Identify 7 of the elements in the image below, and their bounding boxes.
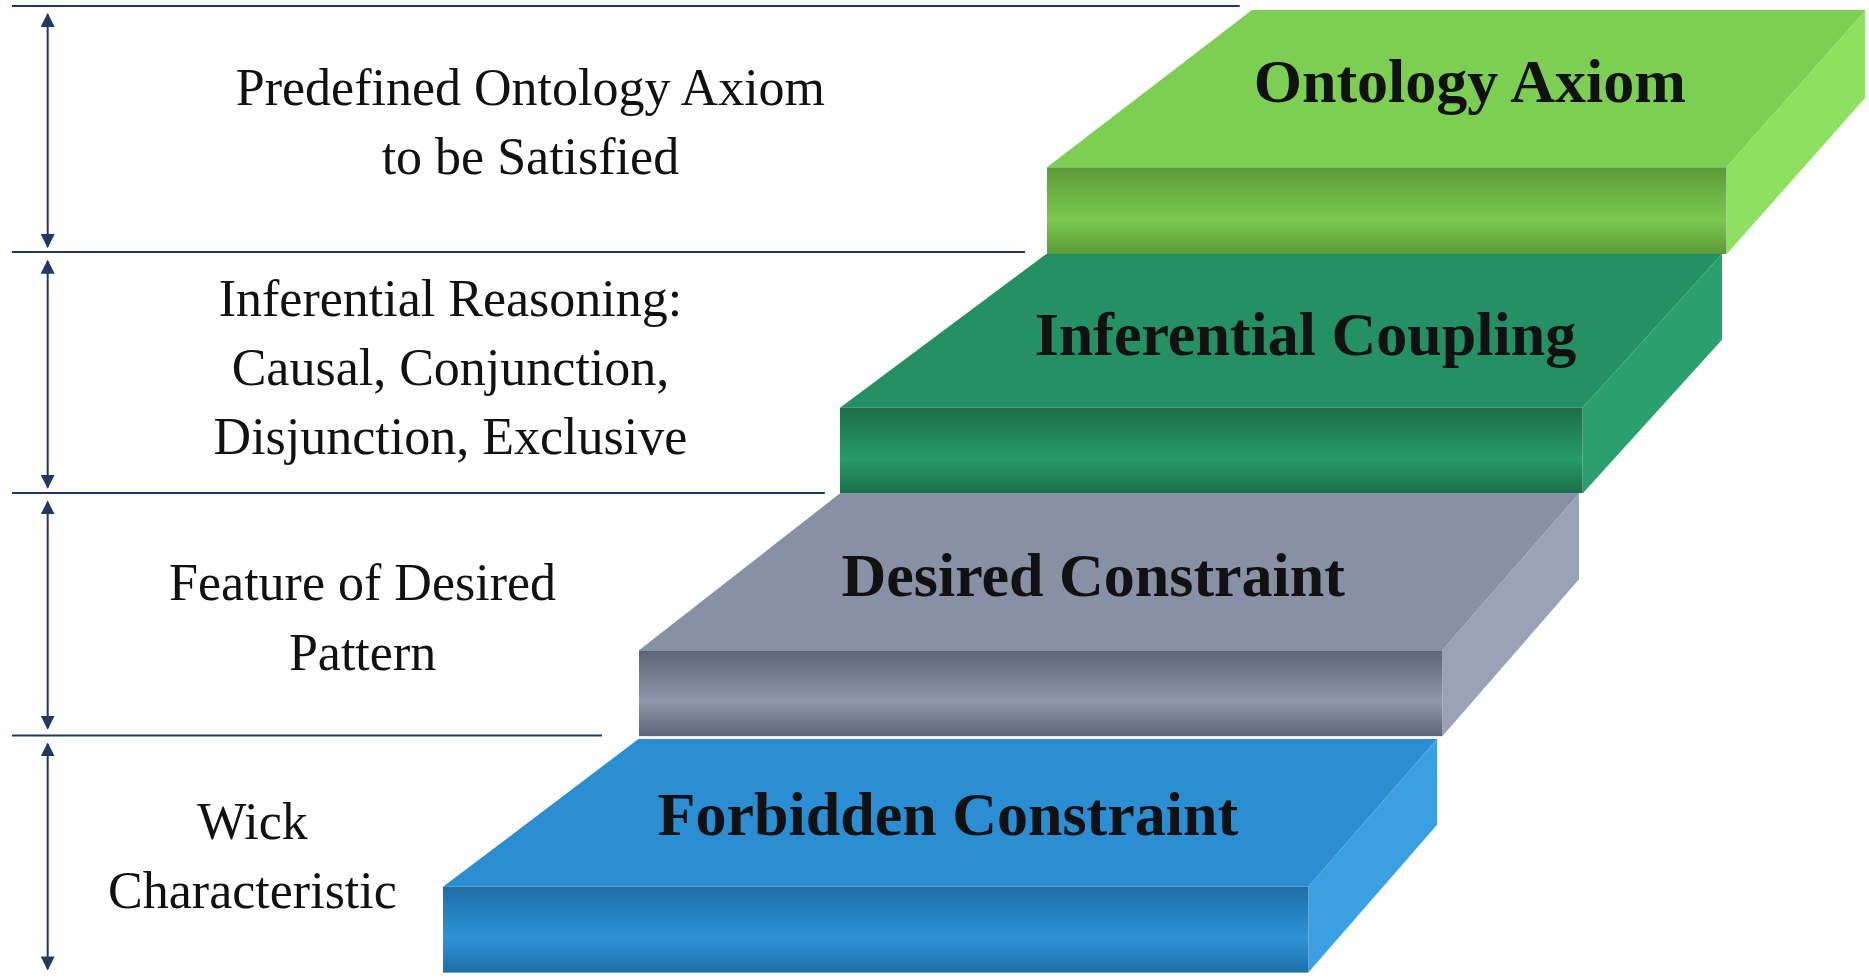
step-title: Forbidden Constraint (657, 783, 1239, 846)
level-description: Inferential Reasoning: Causal, Conjunction, Disjunction, Exclusive (212, 268, 689, 467)
step-title: Desired Constraint (841, 543, 1345, 606)
level-description: Predefined Ontology Axiom to be Satisfied (234, 57, 827, 187)
level-description: Wick Characteristic (107, 791, 398, 921)
level-description: Feature of Desired Pattern (168, 553, 558, 683)
step-title: Ontology Axiom (1253, 50, 1686, 113)
